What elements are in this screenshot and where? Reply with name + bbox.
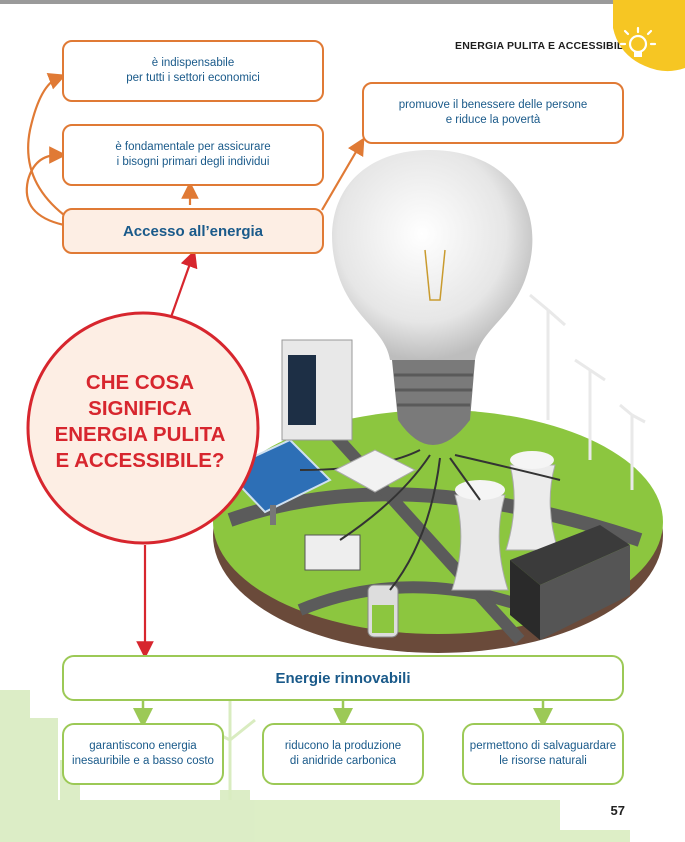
section-title: ENERGIA PULITA E ACCESSIBILE — [455, 40, 631, 52]
page-number: 57 — [610, 803, 625, 818]
energy-island-illustration — [213, 150, 663, 653]
renewables-box-co2: riducono la produzione di anidride carbo… — [262, 723, 424, 785]
access-energy-title: Accesso all’energia — [62, 208, 324, 254]
center-question: CHE COSA SIGNIFICA ENERGIA PULITA E ACCE… — [54, 371, 226, 472]
access-box-economic-sectors: è indispensabile per tutti i settori eco… — [62, 40, 324, 102]
lightbulb-sun-icon — [613, 0, 685, 72]
access-box-primary-needs: è fondamentale per assicurare i bisogni … — [62, 124, 324, 186]
green-city-silhouette — [0, 690, 630, 842]
access-box-wellbeing-poverty: promuove il benessere delle persone e ri… — [362, 82, 624, 144]
renewables-title: Energie rinnovabili — [62, 655, 624, 701]
renewables-box-natural-resources: permettono di salvaguardare le risorse n… — [462, 723, 624, 785]
top-rule — [0, 0, 685, 4]
center-question-circle — [26, 311, 260, 545]
renewables-box-inexhaustible: garantiscono energia inesauribile e a ba… — [62, 723, 224, 785]
